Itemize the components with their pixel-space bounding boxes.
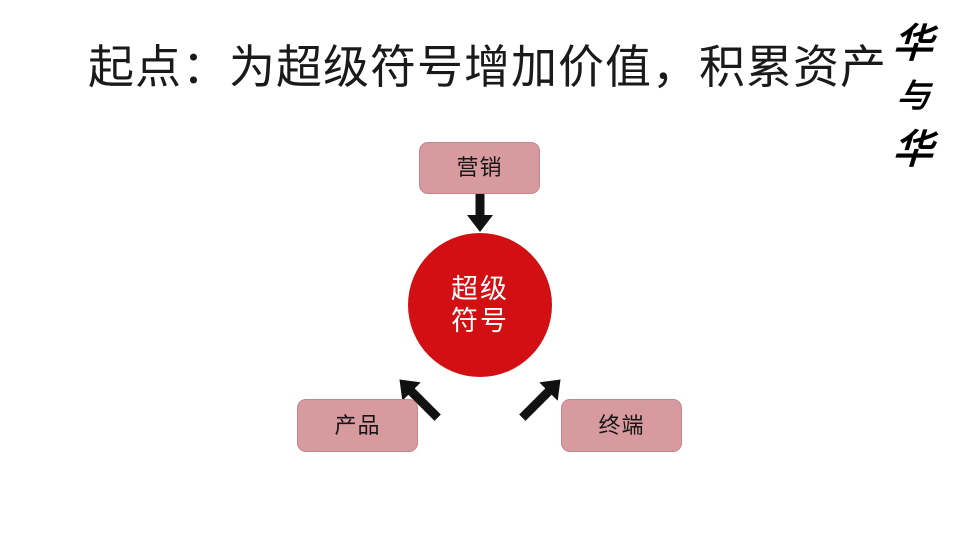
diagram-node-product[interactable]: 产品 — [297, 399, 418, 452]
diagram-node-marketing-label: 营销 — [456, 155, 503, 180]
diagram-node-terminal-label: 终端 — [598, 412, 645, 438]
diagram-node-terminal[interactable]: 终端 — [561, 399, 682, 452]
diagram-node-product-label: 产品 — [334, 412, 381, 438]
diagram-node-core-label-line1: 超级 — [451, 274, 509, 304]
arrow-terminal-to-core — [519, 379, 561, 421]
page-title: 起点：为超级符号增加价值，积累资产 — [88, 41, 887, 93]
arrow-product-to-core — [399, 379, 441, 421]
diagram-node-marketing[interactable]: 营销 — [419, 142, 540, 194]
diagram-node-core[interactable]: 超级 符号 — [408, 233, 552, 377]
diagram-node-core-label-line2: 符号 — [451, 306, 509, 336]
arrow-marketing-to-core — [467, 194, 493, 232]
